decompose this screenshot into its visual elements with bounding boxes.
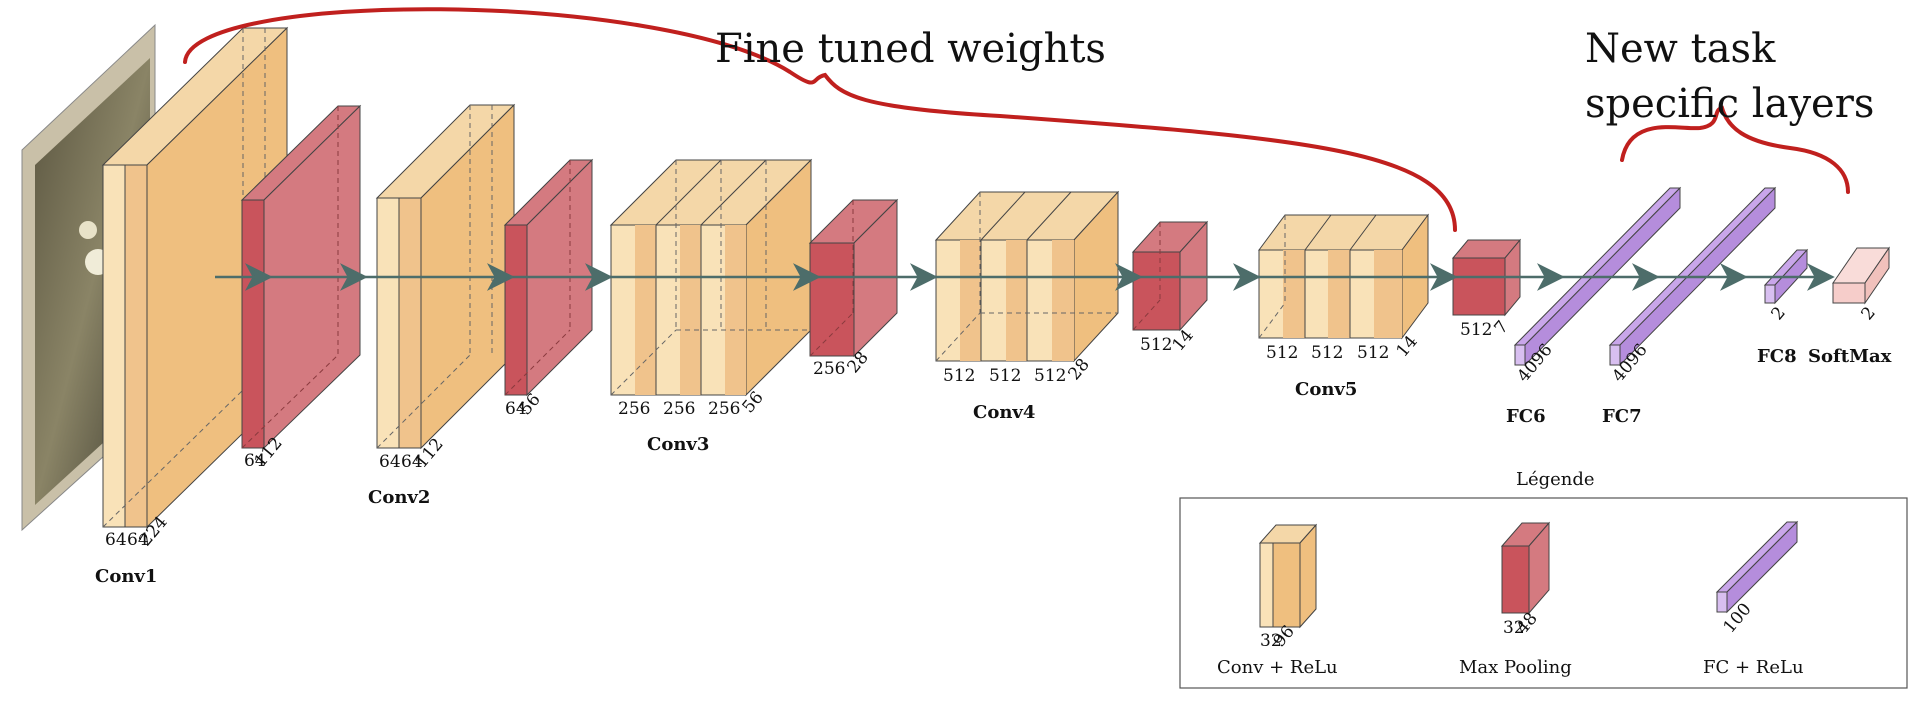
new-task-label-line2: specific layers	[1585, 81, 1874, 127]
softmax-name: SoftMax	[1808, 346, 1892, 367]
conv3-dim-label: 256	[618, 399, 650, 419]
conv4-block	[934, 190, 1120, 363]
softmax-dim-label: 2	[1858, 303, 1880, 324]
legend-pool-label: Max Pooling	[1459, 657, 1572, 678]
pool3-dim-label: 256	[813, 359, 845, 379]
fc8-dim-label: 2	[1768, 303, 1790, 324]
conv2-dim-label: 64	[379, 452, 401, 472]
conv4-name: Conv4	[973, 402, 1035, 423]
legend-conv-dim: 32	[1260, 631, 1282, 651]
pool5-dim-label: 512	[1460, 320, 1492, 340]
pool5-dim-label: 7	[1491, 317, 1513, 338]
conv1-dim-label: 64	[105, 530, 127, 550]
arrow-head	[339, 263, 368, 291]
conv5-dim-label: 512	[1311, 343, 1343, 363]
fc6-name: FC6	[1506, 406, 1546, 427]
pool5-block	[1451, 238, 1522, 317]
legend-box	[1179, 497, 1908, 689]
conv4-dim-label: 512	[1034, 366, 1066, 386]
conv4-dim-label: 512	[943, 366, 975, 386]
arrow-head	[486, 263, 515, 291]
arrow-head	[244, 263, 273, 291]
pool2-dim-label: 64	[505, 399, 527, 419]
conv5-dim-label: 512	[1266, 343, 1298, 363]
arrow-head	[1429, 263, 1458, 291]
pool4-block	[1131, 220, 1209, 332]
pool4-dim-label: 512	[1140, 335, 1172, 355]
conv3-dim-label: 256	[663, 399, 695, 419]
arrow-head	[909, 263, 938, 291]
legend: Légende 32 96 Conv + ReLu 32 48 Max Pool…	[1179, 469, 1908, 689]
legend-pool-swatch	[1500, 521, 1551, 615]
conv2-dim-label: 64	[401, 452, 423, 472]
arrow-head	[792, 263, 821, 291]
conv1-dim-label: 64	[127, 530, 149, 550]
arrow-head	[1719, 263, 1748, 291]
conv2-name: Conv2	[368, 487, 430, 508]
conv3-name: Conv3	[647, 434, 709, 455]
conv5-dim-label: 512	[1357, 343, 1389, 363]
arrow-head	[1631, 263, 1660, 291]
new-task-brace	[1620, 105, 1850, 194]
arrow-head	[1806, 263, 1835, 291]
conv1-name: Conv1	[95, 566, 157, 587]
conv5-block	[1258, 213, 1429, 340]
flow-arrows	[215, 263, 1835, 291]
fine-tuned-weights-label: Fine tuned weights	[715, 26, 1106, 72]
fc8-name: FC8	[1757, 346, 1797, 367]
fine-tuned-brace	[183, 7, 1457, 232]
arrow-head	[584, 263, 613, 291]
pool1-dim-label: 64	[244, 451, 266, 471]
legend-title: Légende	[1516, 469, 1595, 490]
legend-conv-swatch	[1258, 523, 1318, 629]
conv3-dim-label: 256	[708, 399, 740, 419]
arrow-head	[1114, 263, 1143, 291]
conv5-name: Conv5	[1295, 379, 1357, 400]
legend-pool-dim: 32	[1503, 618, 1525, 638]
legend-fc-swatch	[1715, 520, 1799, 614]
arrow-head	[1536, 263, 1565, 291]
softmax-block	[1832, 246, 1890, 305]
arrow-head	[1232, 263, 1261, 291]
legend-fc-label: FC + ReLu	[1703, 657, 1804, 678]
new-task-label-line1: New task	[1585, 26, 1776, 72]
conv4-dim-label: 512	[989, 366, 1021, 386]
legend-conv-label: Conv + ReLu	[1217, 657, 1338, 678]
fc7-name: FC7	[1602, 406, 1642, 427]
